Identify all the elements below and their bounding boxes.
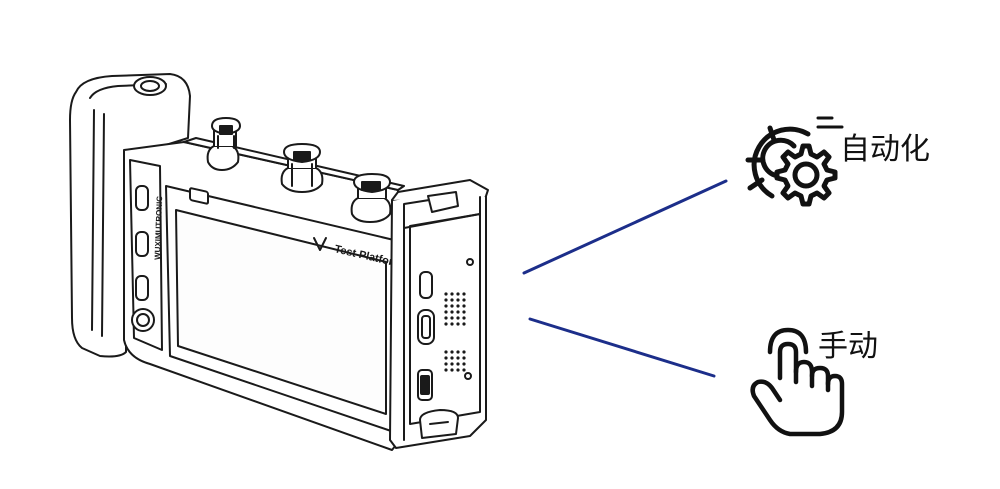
connector-left xyxy=(206,117,241,171)
connector-right xyxy=(350,173,392,223)
connector-line-automation xyxy=(522,179,728,275)
side-button-1 xyxy=(135,185,149,211)
connector-center xyxy=(280,143,324,193)
automation-label: 自动化 xyxy=(840,132,930,167)
top-latch xyxy=(427,191,459,213)
vent-grille-lower xyxy=(444,350,466,372)
vent-grille-upper xyxy=(444,292,466,326)
gear-automation-icon xyxy=(745,116,844,207)
camera-window xyxy=(189,187,209,205)
side-button-2 xyxy=(135,231,149,257)
screw-bottom xyxy=(464,372,472,380)
screen-display xyxy=(175,209,387,415)
handheld-test-device: WUXIMUTRONIC Test Platform xyxy=(69,73,489,451)
connector-line-manual xyxy=(528,317,716,378)
side-button-3 xyxy=(135,275,149,301)
tap-hand-icon xyxy=(750,327,845,437)
usb-port-top xyxy=(419,271,433,299)
manual-label: 手动 xyxy=(818,329,878,364)
screw-top xyxy=(466,258,474,266)
logo-mark xyxy=(313,237,327,251)
brand-text: WUXIMUTRONIC xyxy=(153,196,164,260)
